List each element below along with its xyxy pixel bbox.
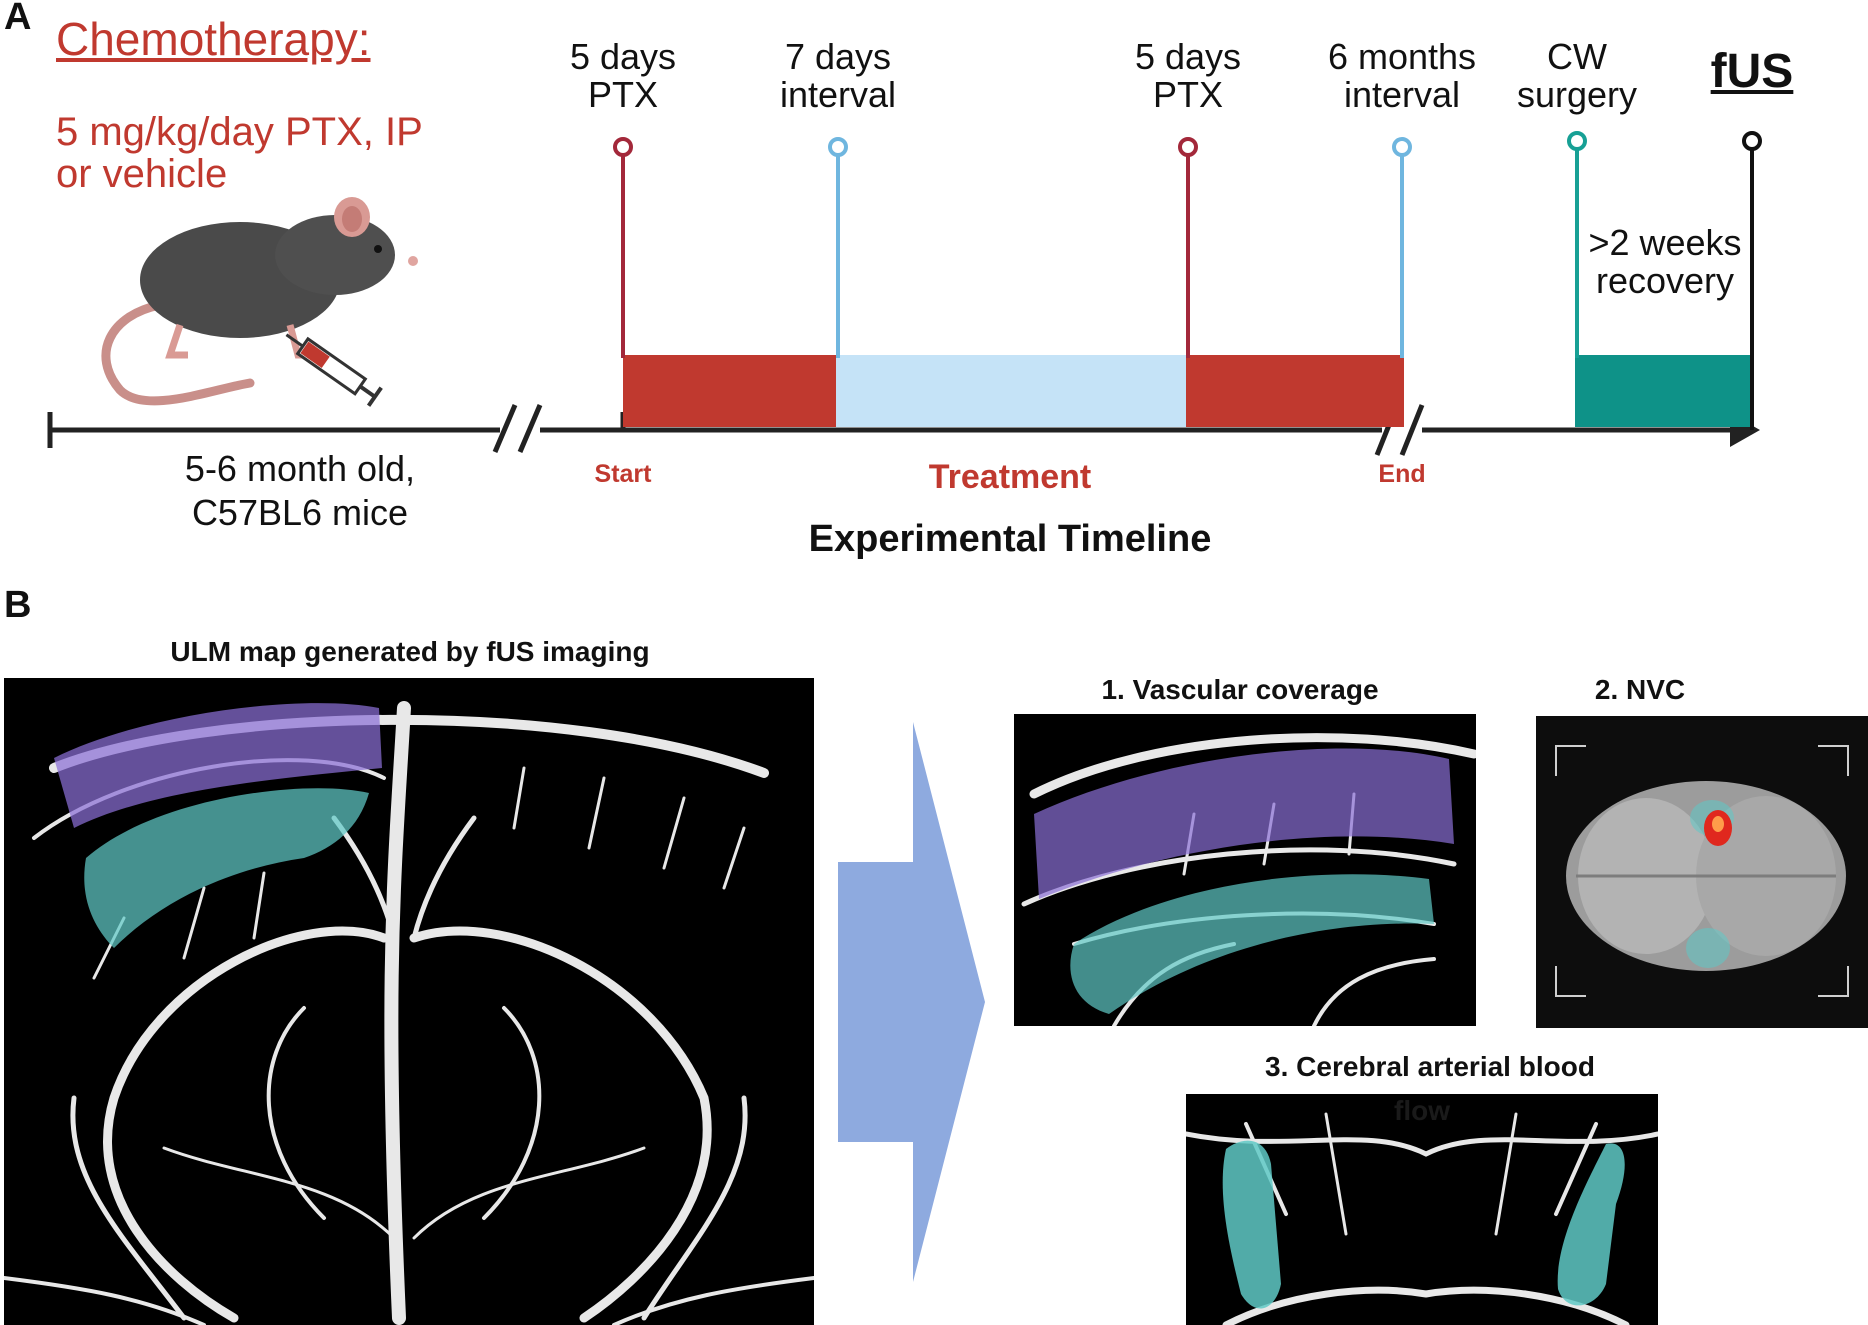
recovery-bar xyxy=(1575,355,1753,427)
ulm-vascular-map xyxy=(4,678,814,1325)
hippocampus-region-overlay xyxy=(84,788,369,948)
mouse-illustration xyxy=(101,197,418,406)
event-marker-ptx-2 xyxy=(1178,137,1198,358)
event-marker-interval-2 xyxy=(1392,137,1412,358)
end-label: End xyxy=(1378,460,1426,488)
event-label-fus: fUS xyxy=(1710,45,1794,98)
ptx-bar-1 xyxy=(623,355,836,427)
interval-bar xyxy=(836,355,1186,427)
event-marker-interval-1 xyxy=(828,137,848,358)
nvc-brain-render xyxy=(1536,716,1868,1028)
vascular-coverage-title: 1. Vascular coverage xyxy=(1101,674,1379,705)
left-artery-overlay xyxy=(1222,1140,1281,1309)
ptx-bar-2 xyxy=(1186,355,1404,427)
event-marker-ptx-1 xyxy=(613,137,633,358)
event-markers xyxy=(613,131,1762,430)
arterial-flow-title-line2: flow xyxy=(1394,1095,1450,1126)
cortex-region-overlay xyxy=(54,703,382,828)
vascular-coverage-hippocampus-overlay xyxy=(1070,874,1434,1014)
event-marker-cw-surgery xyxy=(1567,131,1587,358)
timeline-title: Experimental Timeline xyxy=(808,518,1212,560)
mice-description-line1: 5-6 month old, xyxy=(184,448,416,489)
timeline-axis xyxy=(47,404,1760,456)
nvc-title: 2. NVC xyxy=(1594,674,1686,705)
syringe-icon xyxy=(285,333,383,407)
vascular-coverage-cortex-overlay xyxy=(1034,748,1454,899)
start-label: Start xyxy=(594,460,652,488)
event-marker-fus xyxy=(1742,131,1762,430)
arterial-flow-map: flow xyxy=(1186,1094,1658,1325)
ulm-map-title: ULM map generated by fUS imaging xyxy=(170,636,650,667)
chemo-dose-line2: or vehicle xyxy=(56,152,228,196)
treatment-label: Treatment xyxy=(928,458,1092,496)
chemo-dose-line1: 5 mg/kg/day PTX, IP xyxy=(56,110,423,154)
panel-a-letter: A xyxy=(4,0,32,38)
chemotherapy-title: Chemotherapy: xyxy=(56,13,371,65)
processing-arrow xyxy=(838,722,985,1282)
arterial-flow-title: 3. Cerebral arterial blood xyxy=(1190,1050,1670,1084)
panel-b-letter: B xyxy=(4,584,32,626)
vascular-coverage-map xyxy=(1014,714,1476,1026)
right-artery-overlay xyxy=(1557,1143,1625,1306)
arterial-flow-title-line1: 3. Cerebral arterial blood xyxy=(1265,1051,1595,1082)
mice-description-line2: C57BL6 mice xyxy=(191,492,409,533)
